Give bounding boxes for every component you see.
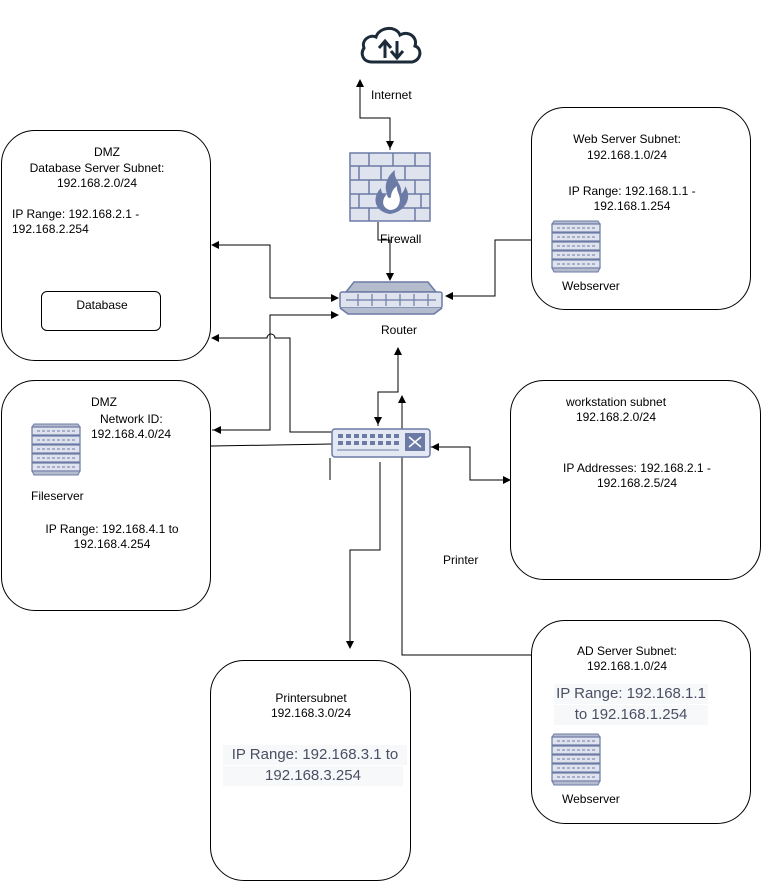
printer-subnet: Printersubnet 192.168.3.0/24 IP Range: 1… [210,660,411,881]
workstation-range-2: 192.168.2.5/24 [596,476,678,490]
ad-subnet-title: AD Server Subnet: [576,644,678,658]
link-switch-router [212,311,339,431]
database-node: Database [41,291,161,331]
ad-subnet-range-1: IP Range: 192.168.1.1 [554,684,708,704]
workstation-subnet: workstation subnet 192.168.2.0/24 IP Add… [510,380,761,580]
dmz-file-network: 192.168.4.0/24 [91,427,172,441]
router-icon [339,281,443,315]
link-switch-dmzdb [211,333,332,433]
server-icon [551,220,601,273]
router-label: Router [381,323,418,337]
link-router-dmzdb [211,241,271,298]
link-switch-workstation [430,446,511,484]
ad-server-subnet: AD Server Subnet: 192.168.1.0/24 IP Rang… [531,620,751,824]
ad-subnet-network: 192.168.1.0/24 [586,659,668,673]
ad-webserver-label: Webserver [562,792,620,806]
dmz-db-network: 192.168.2.0/24 [56,176,138,190]
firewall-icon [349,152,431,222]
dmz-db-range-1: IP Range: 192.168.2.1 - [12,207,140,221]
dmz-file-title: DMZ [91,395,117,409]
dmz-file-netid: Network ID: [100,412,163,426]
workstation-range-1: IP Addresses: 192.168.2.1 - [563,461,711,475]
ad-subnet-range-2: to 192.168.1.254 [554,705,708,725]
printer-label: Printer [443,553,479,567]
database-label: Database [76,298,128,312]
link-switch-up [377,347,402,426]
internet-label: Internet [371,88,412,102]
printer-subnet-network: 192.168.3.0/24 [270,706,352,720]
workstation-network: 192.168.2.0/24 [575,410,657,424]
firewall-label: Firewall [380,232,422,246]
dmz-file-range-2: 192.168.4.254 [73,537,151,551]
printer-subnet-title: Printersubnet [275,691,347,705]
dmz-db-subnet-label: Database Server Subnet: [29,161,165,175]
printer-subnet-range-2: 192.168.3.254 [223,766,403,786]
dmz-file-range-1: IP Range: 192.168.4.1 to [45,522,179,536]
webserver-label: Webserver [562,279,620,293]
dmz-fileserver-subnet: DMZ Network ID: 192.168.4.0/24 Fileserve… [1,380,211,611]
link-ad-switch [398,395,532,656]
fileserver-label: Fileserver [31,489,84,503]
web-subnet-range-2: 192.168.1.254 [593,199,671,213]
web-subnet-range-1: IP Range: 192.168.1.1 - [568,184,696,198]
dmz-db-range-2: 192.168.2.254 [12,222,89,236]
dmz-database-subnet: DMZ Database Server Subnet: 192.168.2.0/… [1,130,211,361]
web-subnet-network: 192.168.1.0/24 [586,148,668,162]
cloud-upload-download-icon [360,27,422,64]
server-icon [551,733,601,786]
printer-subnet-range-1: IP Range: 192.168.3.1 to [223,745,407,765]
link-web-router [445,239,532,300]
fileserver-icon [31,423,81,476]
link-switch-printer [346,462,381,649]
workstation-title: workstation subnet [565,395,667,409]
switch-icon [331,428,431,458]
dmz-db-title: DMZ [94,145,120,159]
web-subnet-title: Web Server Subnet: [573,132,681,146]
web-server-subnet: Web Server Subnet: 192.168.1.0/24 IP Ran… [531,107,751,310]
